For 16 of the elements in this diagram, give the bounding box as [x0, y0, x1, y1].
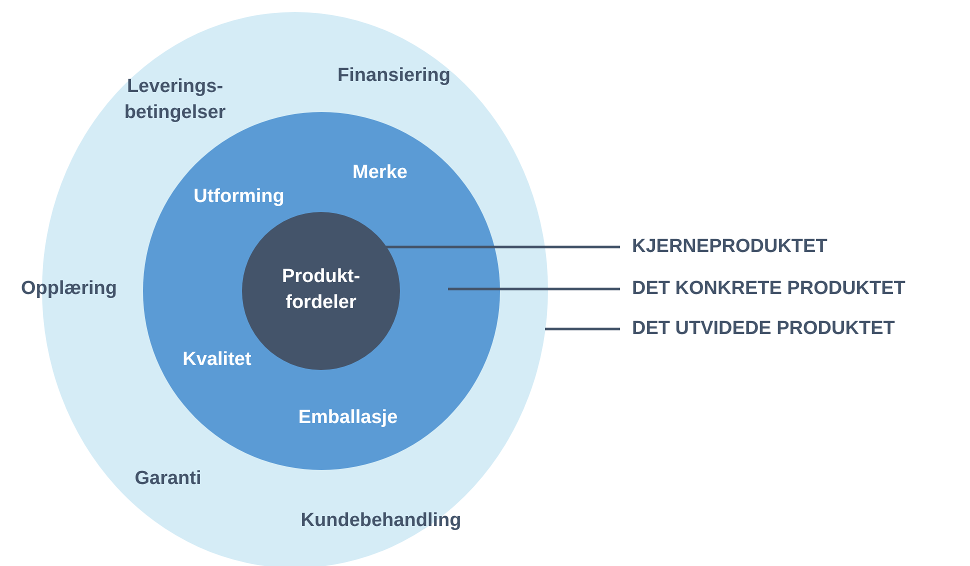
- leader-line: [448, 288, 620, 290]
- ring-label: Produkt- fordeler: [280, 265, 362, 315]
- ring-label: Leverings- betingelser: [123, 75, 227, 125]
- ring-label: Utforming: [192, 185, 286, 209]
- ring-label: Kvalitet: [182, 348, 252, 372]
- ring-label: Emballasje: [297, 406, 399, 430]
- leader-line: [545, 328, 620, 330]
- layer-label: DET UTVIDEDE PRODUKTET: [632, 314, 895, 344]
- ring-label: Merke: [352, 161, 408, 185]
- ring-label: Finansiering: [336, 64, 452, 88]
- ring-label: Garanti: [134, 467, 202, 491]
- leader-line: [385, 246, 620, 248]
- ring-label: Kundebehandling: [300, 509, 462, 533]
- ring-label: Opplæring: [20, 277, 118, 301]
- layer-label: KJERNEPRODUKTET: [632, 232, 828, 262]
- layer-label: DET KONKRETE PRODUKTET: [632, 274, 906, 304]
